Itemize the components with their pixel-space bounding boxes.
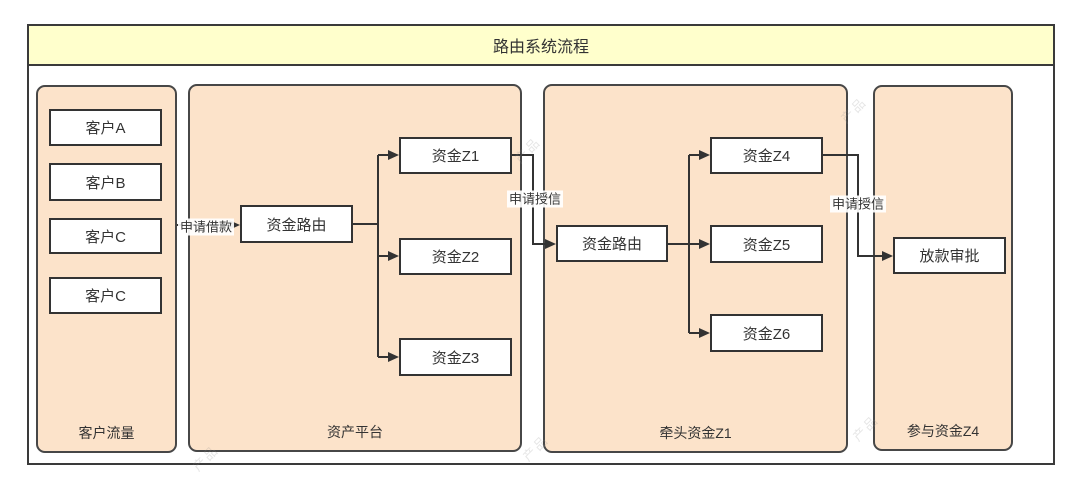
diagram-title: 路由系统流程 [492,39,589,56]
diagram-title-bar: 路由系统流程 [29,26,1053,66]
node-customer-c2: 客户C [49,277,162,314]
node-fund-z5: 资金Z5 [710,225,823,263]
node-fund-z1: 资金Z1 [399,137,512,174]
node-fund-z3: 资金Z3 [399,338,512,376]
edge-label-apply-loan: 申请借款 [177,218,235,236]
node-customer-c1: 客户C [49,218,162,254]
edge-label-apply-credit-1: 申请授信 [506,190,564,208]
node-fund-z2: 资金Z2 [399,238,512,275]
node-customer-b: 客户B [49,163,162,201]
edge-label-apply-credit-2: 申请授信 [829,195,887,213]
node-fund-router-1: 资金路由 [240,205,353,243]
node-fund-router-2: 资金路由 [556,225,668,262]
node-fund-z4: 资金Z4 [710,137,823,174]
panel-customer-traffic: 客户流量 [36,85,177,453]
node-fund-z6: 资金Z6 [710,314,823,352]
panel-label-customer-traffic: 客户流量 [78,425,135,441]
panel-label-lead-fund-z1: 牵头资金Z1 [659,425,732,441]
node-customer-a: 客户A [49,109,162,146]
panel-label-participating-fund-z4: 参与资金Z4 [906,423,980,439]
panel-label-asset-platform: 资产平台 [327,424,383,440]
node-loan-approval: 放款审批 [893,237,1006,274]
